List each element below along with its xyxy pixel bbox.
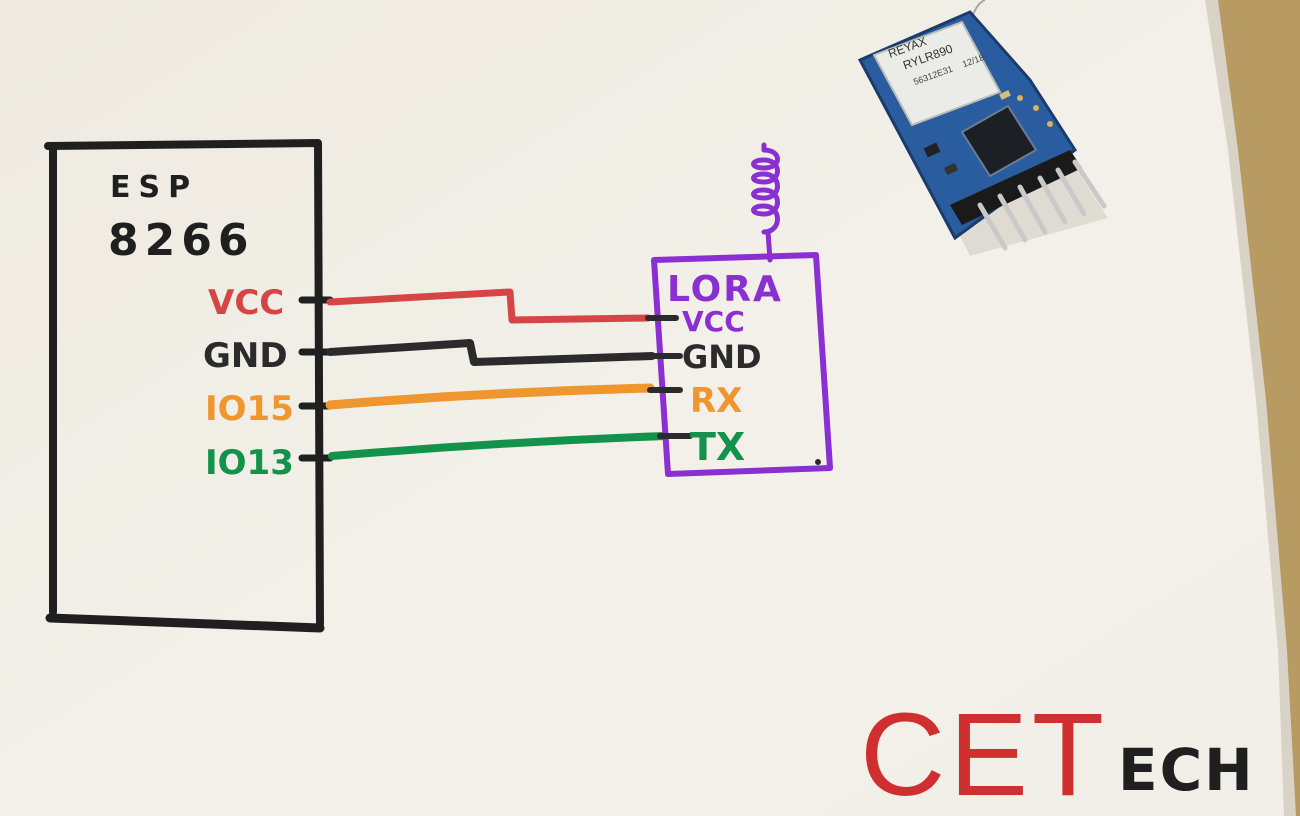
esp8266-board: ESP 8266 — [44, 139, 325, 633]
lora-pin-vcc: VCC — [682, 305, 745, 338]
lora-pin-rx: RX — [690, 381, 742, 421]
esp-label-line2: 8266 — [108, 215, 254, 266]
wire-vcc — [326, 288, 652, 324]
lora-pin-stubs — [645, 315, 693, 439]
wire-gnd — [326, 339, 656, 366]
esp-pin-vcc: VCC — [208, 283, 284, 323]
esp-pin-gnd: GND — [203, 336, 288, 376]
rylr890-module: REYAX RYLR890 56312E31 12/18 — [857, 0, 1108, 256]
lora-title: LORA — [667, 269, 783, 310]
module-header-pins — [977, 159, 1107, 251]
module-shield-label — [872, 20, 1002, 127]
lora-module-box — [651, 252, 833, 477]
lora-pin-tx: TX — [690, 425, 745, 469]
esp-pin-io13: IO13 — [205, 443, 294, 483]
antenna-icon — [751, 142, 780, 263]
esp-label-line1: ESP — [110, 170, 198, 205]
module-chip — [960, 104, 1038, 178]
wire-rx — [325, 383, 655, 410]
logo-cet: CET — [860, 689, 1108, 816]
wire-tx — [328, 432, 669, 460]
esp-pin-io15: IO15 — [205, 389, 294, 429]
lora-pin-gnd: GND — [682, 338, 762, 376]
logo-ech: ECH — [1118, 736, 1255, 804]
wooden-table-edge — [1215, 0, 1300, 816]
paper-stack-edge — [1205, 0, 1296, 816]
esp-pin-stubs — [298, 296, 334, 462]
cetech-logo: CET ECH — [860, 689, 1255, 816]
